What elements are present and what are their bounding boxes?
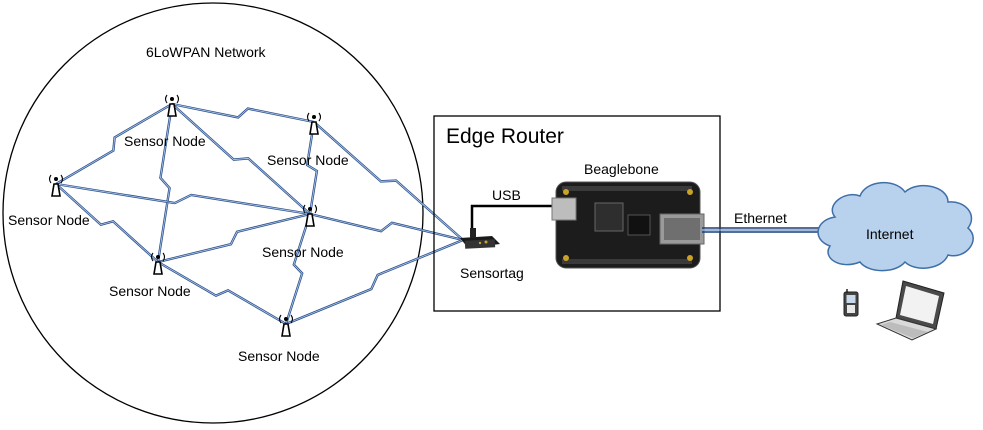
network-boundary	[2, 2, 424, 424]
antenna-icon	[306, 112, 322, 135]
node-label-top: Sensor Node	[124, 133, 206, 149]
node-label-bottom: Sensor Node	[238, 348, 320, 364]
usb-label: USB	[492, 187, 521, 203]
laptop-icon	[875, 280, 945, 341]
wireless-links	[55, 102, 464, 326]
wireless-link	[157, 261, 287, 325]
wireless-link	[171, 103, 315, 123]
wireless-link	[55, 183, 159, 263]
wireless-link	[157, 213, 311, 263]
node-label-mid: Sensor Node	[109, 283, 191, 299]
sensortag-device	[460, 228, 500, 249]
internet-cloud	[817, 182, 974, 272]
network-title: 6LoWPAN Network	[146, 44, 266, 60]
ethernet-link	[702, 227, 822, 233]
node-label-upright: Sensor Node	[267, 152, 349, 168]
antenna-icon	[278, 314, 294, 337]
edge-router-box	[433, 115, 721, 312]
sensortag-label: Sensortag	[460, 265, 524, 281]
ethernet-label: Ethernet	[734, 210, 787, 226]
wireless-link	[55, 103, 173, 185]
beaglebone-label: Beaglebone	[584, 161, 659, 177]
usb-cable	[470, 204, 556, 236]
wireless-link	[309, 213, 464, 241]
wireless-link	[285, 239, 464, 325]
node-label-center: Sensor Node	[262, 244, 344, 260]
node-label-left: Sensor Node	[8, 212, 90, 228]
wireless-link	[157, 103, 173, 263]
wireless-link	[171, 103, 311, 215]
antenna-icon	[48, 174, 64, 197]
internet-label: Internet	[866, 226, 914, 242]
phone-icon	[843, 289, 859, 317]
antenna-icon	[150, 252, 166, 275]
wireless-link	[55, 183, 311, 215]
wireless-link	[313, 121, 464, 241]
beaglebone-board	[551, 181, 705, 269]
edge-router-title: Edge Router	[446, 125, 564, 148]
antenna-icon	[164, 94, 180, 117]
wireless-link	[285, 213, 311, 325]
antenna-icon	[302, 204, 318, 227]
wireless-link	[306, 121, 318, 215]
sensor-nodes	[48, 94, 322, 337]
